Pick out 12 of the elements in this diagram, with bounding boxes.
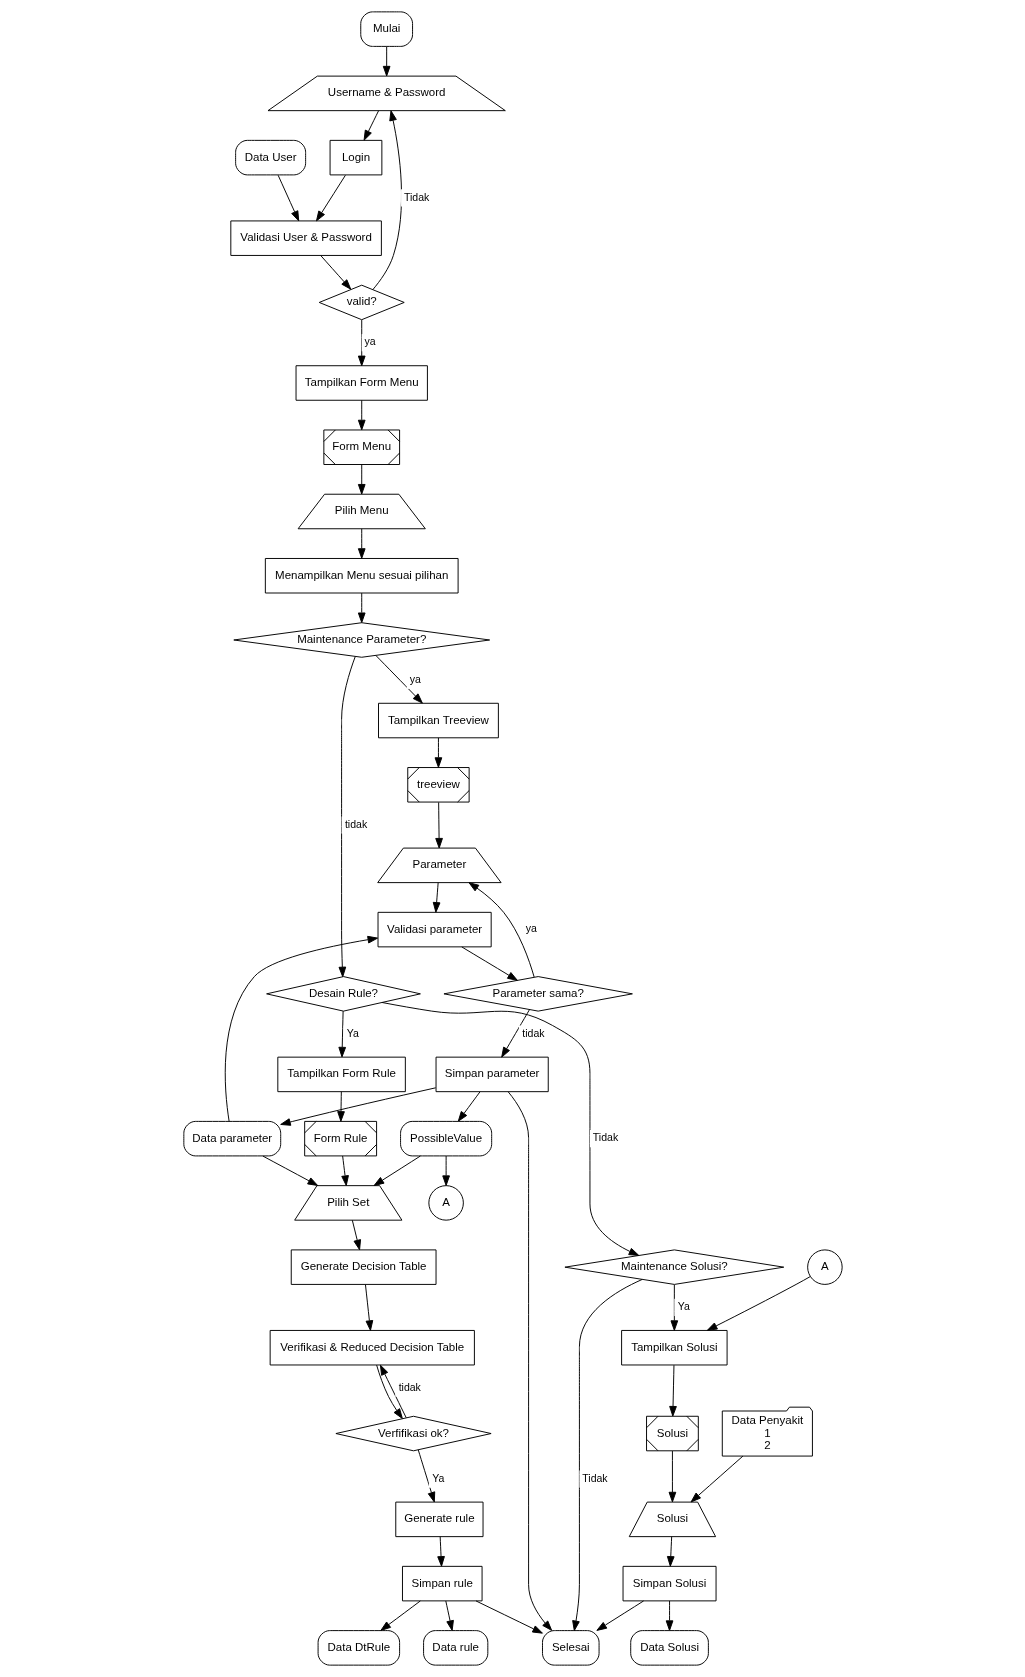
edge-label: Tidak [592,1131,618,1144]
edge-label: Ya [677,1300,690,1313]
edge-label: Ya [431,1471,444,1484]
edge-label: tidak [344,817,367,830]
edge-label: Ya [346,1026,359,1039]
edge-label: tidak [521,1026,545,1039]
edge-label: ya [525,922,537,935]
edge-label: Tidak [403,190,429,203]
edge-label: Tidak [581,1471,608,1484]
edge-label: tidak [398,1380,421,1393]
edge-label: ya [364,335,376,348]
edge-label: ya [409,672,421,685]
